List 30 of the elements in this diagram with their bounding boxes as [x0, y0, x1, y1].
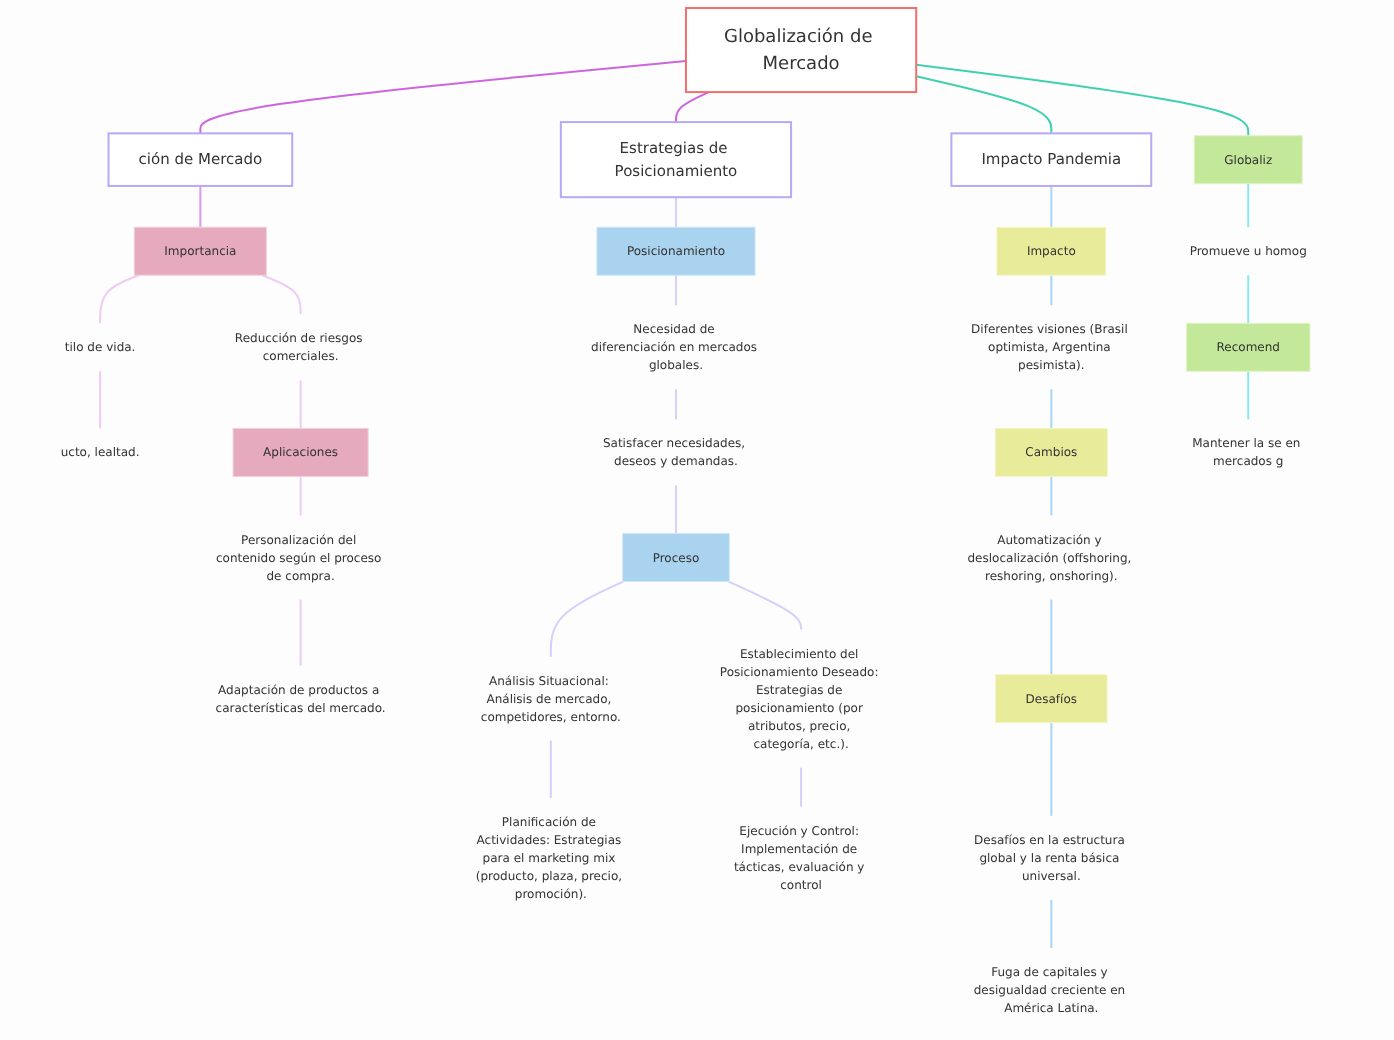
- connector: [549, 580, 625, 658]
- connector: [1247, 182, 1250, 229]
- connector: [1050, 598, 1053, 676]
- connector: [99, 274, 140, 325]
- connector: [1247, 370, 1250, 421]
- connector: [674, 91, 710, 124]
- connector: [261, 274, 302, 316]
- connector: [199, 184, 202, 229]
- connector: [800, 766, 803, 808]
- connector: [1247, 274, 1250, 325]
- connector: [727, 580, 803, 631]
- connector: [1050, 898, 1053, 949]
- connector: [299, 475, 302, 517]
- connector: [299, 598, 302, 667]
- connector: [1050, 388, 1053, 430]
- connector: [915, 75, 1053, 135]
- connector: [99, 370, 102, 430]
- connector: [674, 484, 677, 535]
- node-box: Globalización de Mercado: [684, 7, 918, 94]
- connector: [1050, 274, 1053, 307]
- connector: [549, 739, 552, 799]
- connector: [674, 388, 677, 421]
- connector: [1050, 184, 1053, 229]
- connector: [674, 196, 677, 229]
- connector: [199, 60, 687, 135]
- connector: [1050, 721, 1053, 817]
- connector: [1050, 475, 1053, 517]
- connector: [674, 274, 677, 307]
- connector: [915, 63, 1250, 137]
- connector: [299, 379, 302, 430]
